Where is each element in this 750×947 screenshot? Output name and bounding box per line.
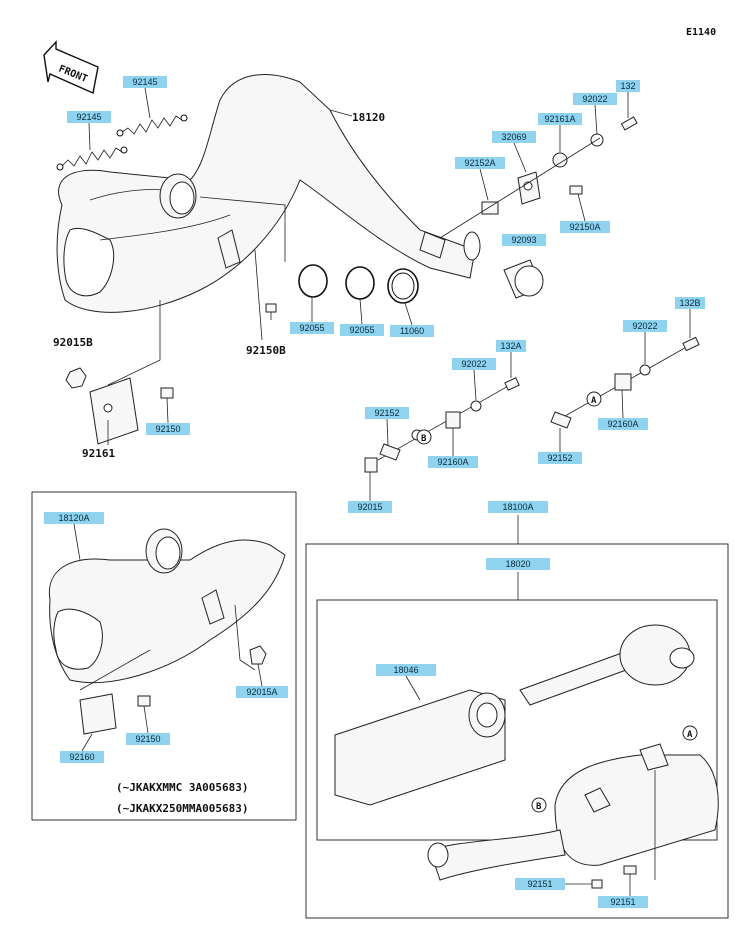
callout-92152-left[interactable]: 92152: [365, 407, 409, 419]
callout-92150-inset[interactable]: 92150: [126, 733, 170, 745]
svg-text:92055: 92055: [349, 325, 374, 335]
seal-ring-icon: [387, 268, 419, 304]
bushing-icon: [503, 259, 544, 299]
silencer-body-drawing: [427, 743, 719, 889]
o-ring-2-icon: [345, 266, 375, 300]
callout-132b[interactable]: 132B: [675, 297, 705, 309]
bracket-92161-icon: [89, 377, 139, 445]
svg-text:92015A: 92015A: [246, 687, 277, 697]
callout-92151-left[interactable]: 92151: [515, 878, 565, 890]
svg-text:A: A: [687, 730, 693, 740]
callout-92152a[interactable]: 92152A: [455, 157, 505, 169]
svg-text:132: 132: [620, 81, 635, 91]
callout-18046[interactable]: 18046: [376, 664, 436, 676]
callout-92093[interactable]: 92093: [502, 234, 546, 246]
muffler-frame-outer: [305, 543, 729, 919]
o-ring-1-icon: [298, 264, 328, 298]
svg-text:92055: 92055: [299, 323, 324, 333]
svg-text:92022: 92022: [632, 321, 657, 331]
svg-text:92150A: 92150A: [569, 222, 600, 232]
bracket-hardware-top: [439, 116, 638, 239]
callout-132a[interactable]: 132A: [496, 340, 526, 352]
svg-text:132B: 132B: [679, 298, 700, 308]
exhaust-pipe-drawing: [56, 74, 481, 313]
label-18120: 18120: [352, 111, 385, 124]
middle-hardware: [364, 336, 700, 473]
callout-32069[interactable]: 32069: [492, 131, 536, 143]
callout-18100a[interactable]: 18100A: [488, 501, 548, 513]
svg-text:18100A: 18100A: [502, 502, 533, 512]
svg-text:92161A: 92161A: [544, 114, 575, 124]
label-92015b: 92015B: [53, 336, 93, 349]
front-arrow-icon: FRONT: [43, 40, 99, 94]
nut-92015b-icon: [65, 367, 87, 389]
spring-upper-icon: [116, 114, 188, 137]
svg-text:92160A: 92160A: [607, 419, 638, 429]
ref-a-mid-icon: [586, 391, 602, 407]
inset-note-line2: (~JKAKX250MMA005683): [116, 802, 248, 815]
svg-text:92152: 92152: [374, 408, 399, 418]
callout-92015[interactable]: 92015: [348, 501, 392, 513]
callout-92022-top[interactable]: 92022: [573, 93, 617, 105]
callout-92150a[interactable]: 92150A: [560, 221, 610, 233]
callout-92160a-left[interactable]: 92160A: [428, 456, 478, 468]
inset-exhaust-pipe-drawing: [48, 528, 286, 735]
svg-text:92022: 92022: [582, 94, 607, 104]
svg-text:92151: 92151: [610, 897, 635, 907]
svg-text:B: B: [536, 802, 542, 812]
callout-92055-a[interactable]: 92055: [290, 322, 334, 334]
callout-92152-right[interactable]: 92152: [538, 452, 582, 464]
label-92150b: 92150B: [246, 344, 286, 357]
callout-92160a-right[interactable]: 92160A: [598, 418, 648, 430]
svg-text:32069: 32069: [501, 132, 526, 142]
svg-text:92160A: 92160A: [437, 457, 468, 467]
svg-text:18046: 18046: [393, 665, 418, 675]
svg-text:92152: 92152: [547, 453, 572, 463]
svg-text:92160: 92160: [69, 752, 94, 762]
svg-text:92150: 92150: [155, 424, 180, 434]
ref-a-silencer-icon: [682, 725, 698, 741]
callout-92160[interactable]: 92160: [60, 751, 104, 763]
svg-text:18120A: 18120A: [58, 513, 89, 523]
diagram-code: E1140: [686, 27, 716, 38]
svg-text:11060: 11060: [400, 326, 424, 336]
callout-92015a[interactable]: 92015A: [236, 686, 288, 698]
svg-text:92093: 92093: [511, 235, 536, 245]
inset-frame: [31, 491, 297, 821]
callout-92151-right[interactable]: 92151: [598, 896, 648, 908]
callout-92055-b[interactable]: 92055: [340, 324, 384, 336]
bolt-92150b-icon: [265, 303, 277, 320]
svg-text:A: A: [591, 396, 597, 406]
callout-11060[interactable]: 11060: [390, 325, 434, 337]
ref-b-mid-icon: [416, 429, 432, 445]
bolt-92150-icon: [160, 387, 174, 399]
callout-92161a[interactable]: 92161A: [538, 113, 582, 125]
silencer-packing-drawing: [334, 624, 695, 806]
svg-text:92152A: 92152A: [464, 158, 495, 168]
svg-text:B: B: [421, 434, 427, 444]
svg-text:92015: 92015: [357, 502, 382, 512]
inset-note-line1: (~JKAKXMMC 3A005683): [116, 781, 248, 794]
callout-92022-mid[interactable]: 92022: [452, 358, 496, 370]
svg-text:92151: 92151: [527, 879, 552, 889]
svg-text:92022: 92022: [461, 359, 486, 369]
svg-text:18020: 18020: [505, 559, 530, 569]
callout-92150[interactable]: 92150: [146, 423, 190, 435]
svg-text:132A: 132A: [500, 341, 521, 351]
svg-text:92145: 92145: [132, 77, 157, 87]
ref-b-silencer-icon: [531, 797, 547, 813]
callout-18120a[interactable]: 18120A: [44, 512, 104, 524]
callout-92145-left[interactable]: 92145: [67, 111, 111, 123]
callout-92145-top[interactable]: 92145: [123, 76, 167, 88]
callout-132[interactable]: 132: [616, 80, 640, 92]
spring-lower-icon: [56, 146, 128, 171]
callout-18020[interactable]: 18020: [486, 558, 550, 570]
callout-92022-right[interactable]: 92022: [623, 320, 667, 332]
svg-text:92150: 92150: [135, 734, 160, 744]
label-92161: 92161: [82, 447, 115, 460]
svg-text:92145: 92145: [76, 112, 101, 122]
